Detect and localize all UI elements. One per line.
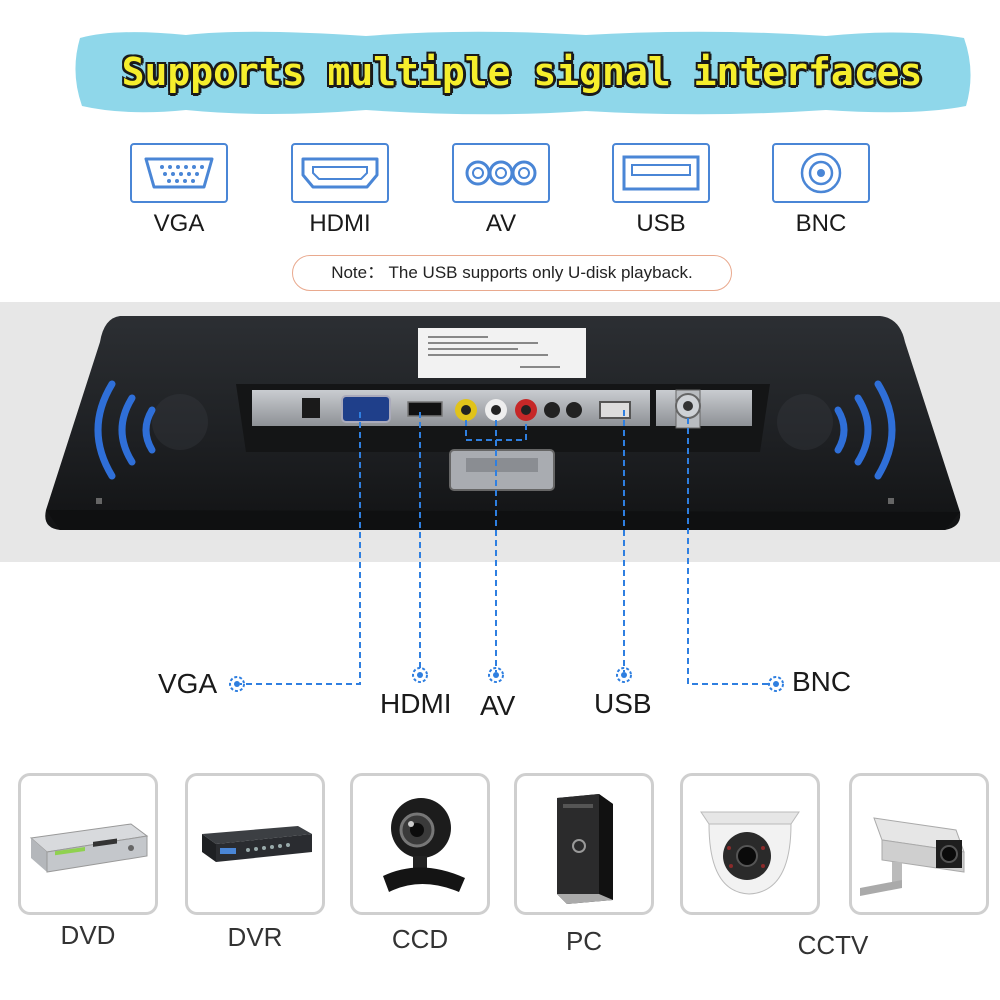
device-tile-dvd — [18, 773, 158, 915]
connector-dot-av — [488, 667, 504, 683]
dvr-recorder-icon — [202, 826, 312, 862]
vga-port-icon — [144, 157, 214, 189]
av-port-icon — [465, 160, 537, 186]
usb-port-icon — [622, 155, 700, 191]
device-tile-pc — [514, 773, 654, 915]
usb-interface-tile — [612, 143, 710, 203]
device-label-dvr: DVR — [227, 922, 283, 952]
device-tile-ccd — [350, 773, 490, 915]
usb-label: USB — [636, 210, 686, 237]
bnc-interface-tile — [772, 143, 870, 203]
port-label-bnc: BNC — [792, 666, 852, 697]
device-label-ccd: CCD — [391, 924, 449, 954]
hdmi-label: HDMI — [309, 210, 371, 237]
port-label-hdmi: HDMI — [380, 688, 452, 719]
device-tile-cctv-dome — [680, 773, 820, 915]
port-label-usb: USB — [594, 688, 652, 719]
port-label-av: AV — [480, 690, 516, 721]
av-interface-tile — [452, 143, 550, 203]
page-title: Supports multiple signal interfaces — [121, 50, 923, 94]
usb-note: Note： The USB supports only U-disk playb… — [292, 255, 732, 291]
connector-dot-vga — [229, 676, 245, 692]
bnc-port-icon — [800, 152, 842, 194]
dvd-player-icon — [29, 823, 149, 873]
monitor-back-photo — [0, 302, 1000, 562]
title-banner: Supports multiple signal interfaces — [66, 26, 978, 118]
connector-dot-bnc — [768, 676, 784, 692]
device-tile-dvr — [185, 773, 325, 915]
device-tile-cctv-bullet — [849, 773, 989, 915]
pc-tower-icon — [557, 794, 613, 904]
monitor-back-illustration — [45, 316, 961, 530]
device-label-cctv: CCTV — [797, 930, 869, 960]
connector-dot-hdmi — [412, 667, 428, 683]
bnc-label: BNC — [795, 210, 847, 237]
vga-interface-tile — [130, 143, 228, 203]
connector-dot-usb — [616, 667, 632, 683]
device-label-dvd: DVD — [60, 920, 116, 950]
port-label-vga: VGA — [158, 668, 218, 699]
av-label: AV — [485, 210, 517, 237]
device-label-pc: PC — [565, 926, 603, 956]
hdmi-interface-tile — [291, 143, 389, 203]
dome-camera-icon — [700, 811, 800, 895]
vga-label: VGA — [153, 210, 205, 237]
bullet-camera-icon — [860, 817, 965, 896]
hdmi-port-icon — [301, 157, 379, 189]
webcam-icon — [383, 798, 465, 892]
